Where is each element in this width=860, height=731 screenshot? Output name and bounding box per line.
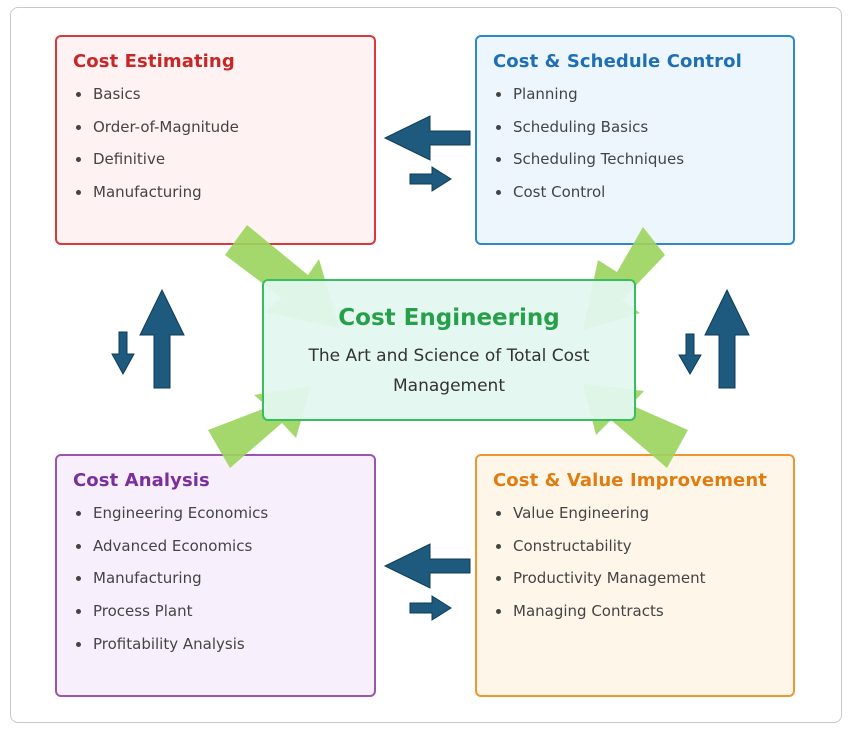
list-item: Value Engineering <box>496 503 777 523</box>
cost-schedule-control-title: Cost & Schedule Control <box>493 51 742 72</box>
cost-schedule-control-list: Planning Scheduling Basics Scheduling Te… <box>493 84 777 202</box>
list-item: Basics <box>76 84 358 104</box>
list-item: Scheduling Techniques <box>496 149 777 169</box>
list-item: Advanced Economics <box>76 536 358 556</box>
arrow-up-icon <box>704 288 750 389</box>
cost-analysis-list: Engineering Economics Advanced Economics… <box>73 503 358 654</box>
arrow-up-icon <box>139 288 185 389</box>
list-item: Profitability Analysis <box>76 634 358 654</box>
arrow-left-icon <box>383 543 471 589</box>
center-title: Cost Engineering <box>338 305 560 331</box>
cost-value-improvement-title: Cost & Value Improvement <box>493 470 767 491</box>
list-item: Constructability <box>496 536 777 556</box>
list-item: Planning <box>496 84 777 104</box>
arrow-down-icon <box>111 331 135 376</box>
list-item: Definitive <box>76 149 358 169</box>
cost-estimating-title: Cost Estimating <box>73 51 235 72</box>
list-item: Managing Contracts <box>496 601 777 621</box>
center-subtitle: The Art and Science of Total Cost Manage… <box>308 346 590 396</box>
arrow-left-icon <box>383 115 471 161</box>
cost-analysis-box: Cost Analysis Engineering Economics Adva… <box>55 454 376 697</box>
list-item: Cost Control <box>496 182 777 202</box>
list-item: Manufacturing <box>76 568 358 588</box>
arrow-down-icon <box>678 333 702 375</box>
cost-schedule-control-box: Cost & Schedule Control Planning Schedul… <box>475 35 795 245</box>
cost-value-improvement-list: Value Engineering Constructability Produ… <box>493 503 777 621</box>
cost-analysis-title: Cost Analysis <box>73 470 210 491</box>
cost-estimating-list: Basics Order-of-Magnitude Definitive Man… <box>73 84 358 202</box>
list-item: Engineering Economics <box>76 503 358 523</box>
arrow-right-icon <box>409 166 452 192</box>
cost-estimating-box: Cost Estimating Basics Order-of-Magnitud… <box>55 35 376 245</box>
list-item: Order-of-Magnitude <box>76 117 358 137</box>
cost-value-improvement-box: Cost & Value Improvement Value Engineeri… <box>475 454 795 697</box>
list-item: Productivity Management <box>496 568 777 588</box>
list-item: Manufacturing <box>76 182 358 202</box>
list-item: Scheduling Basics <box>496 117 777 137</box>
arrow-right-icon <box>409 595 452 621</box>
cost-engineering-center-box: Cost Engineering The Art and Science of … <box>262 279 636 421</box>
list-item: Process Plant <box>76 601 358 621</box>
